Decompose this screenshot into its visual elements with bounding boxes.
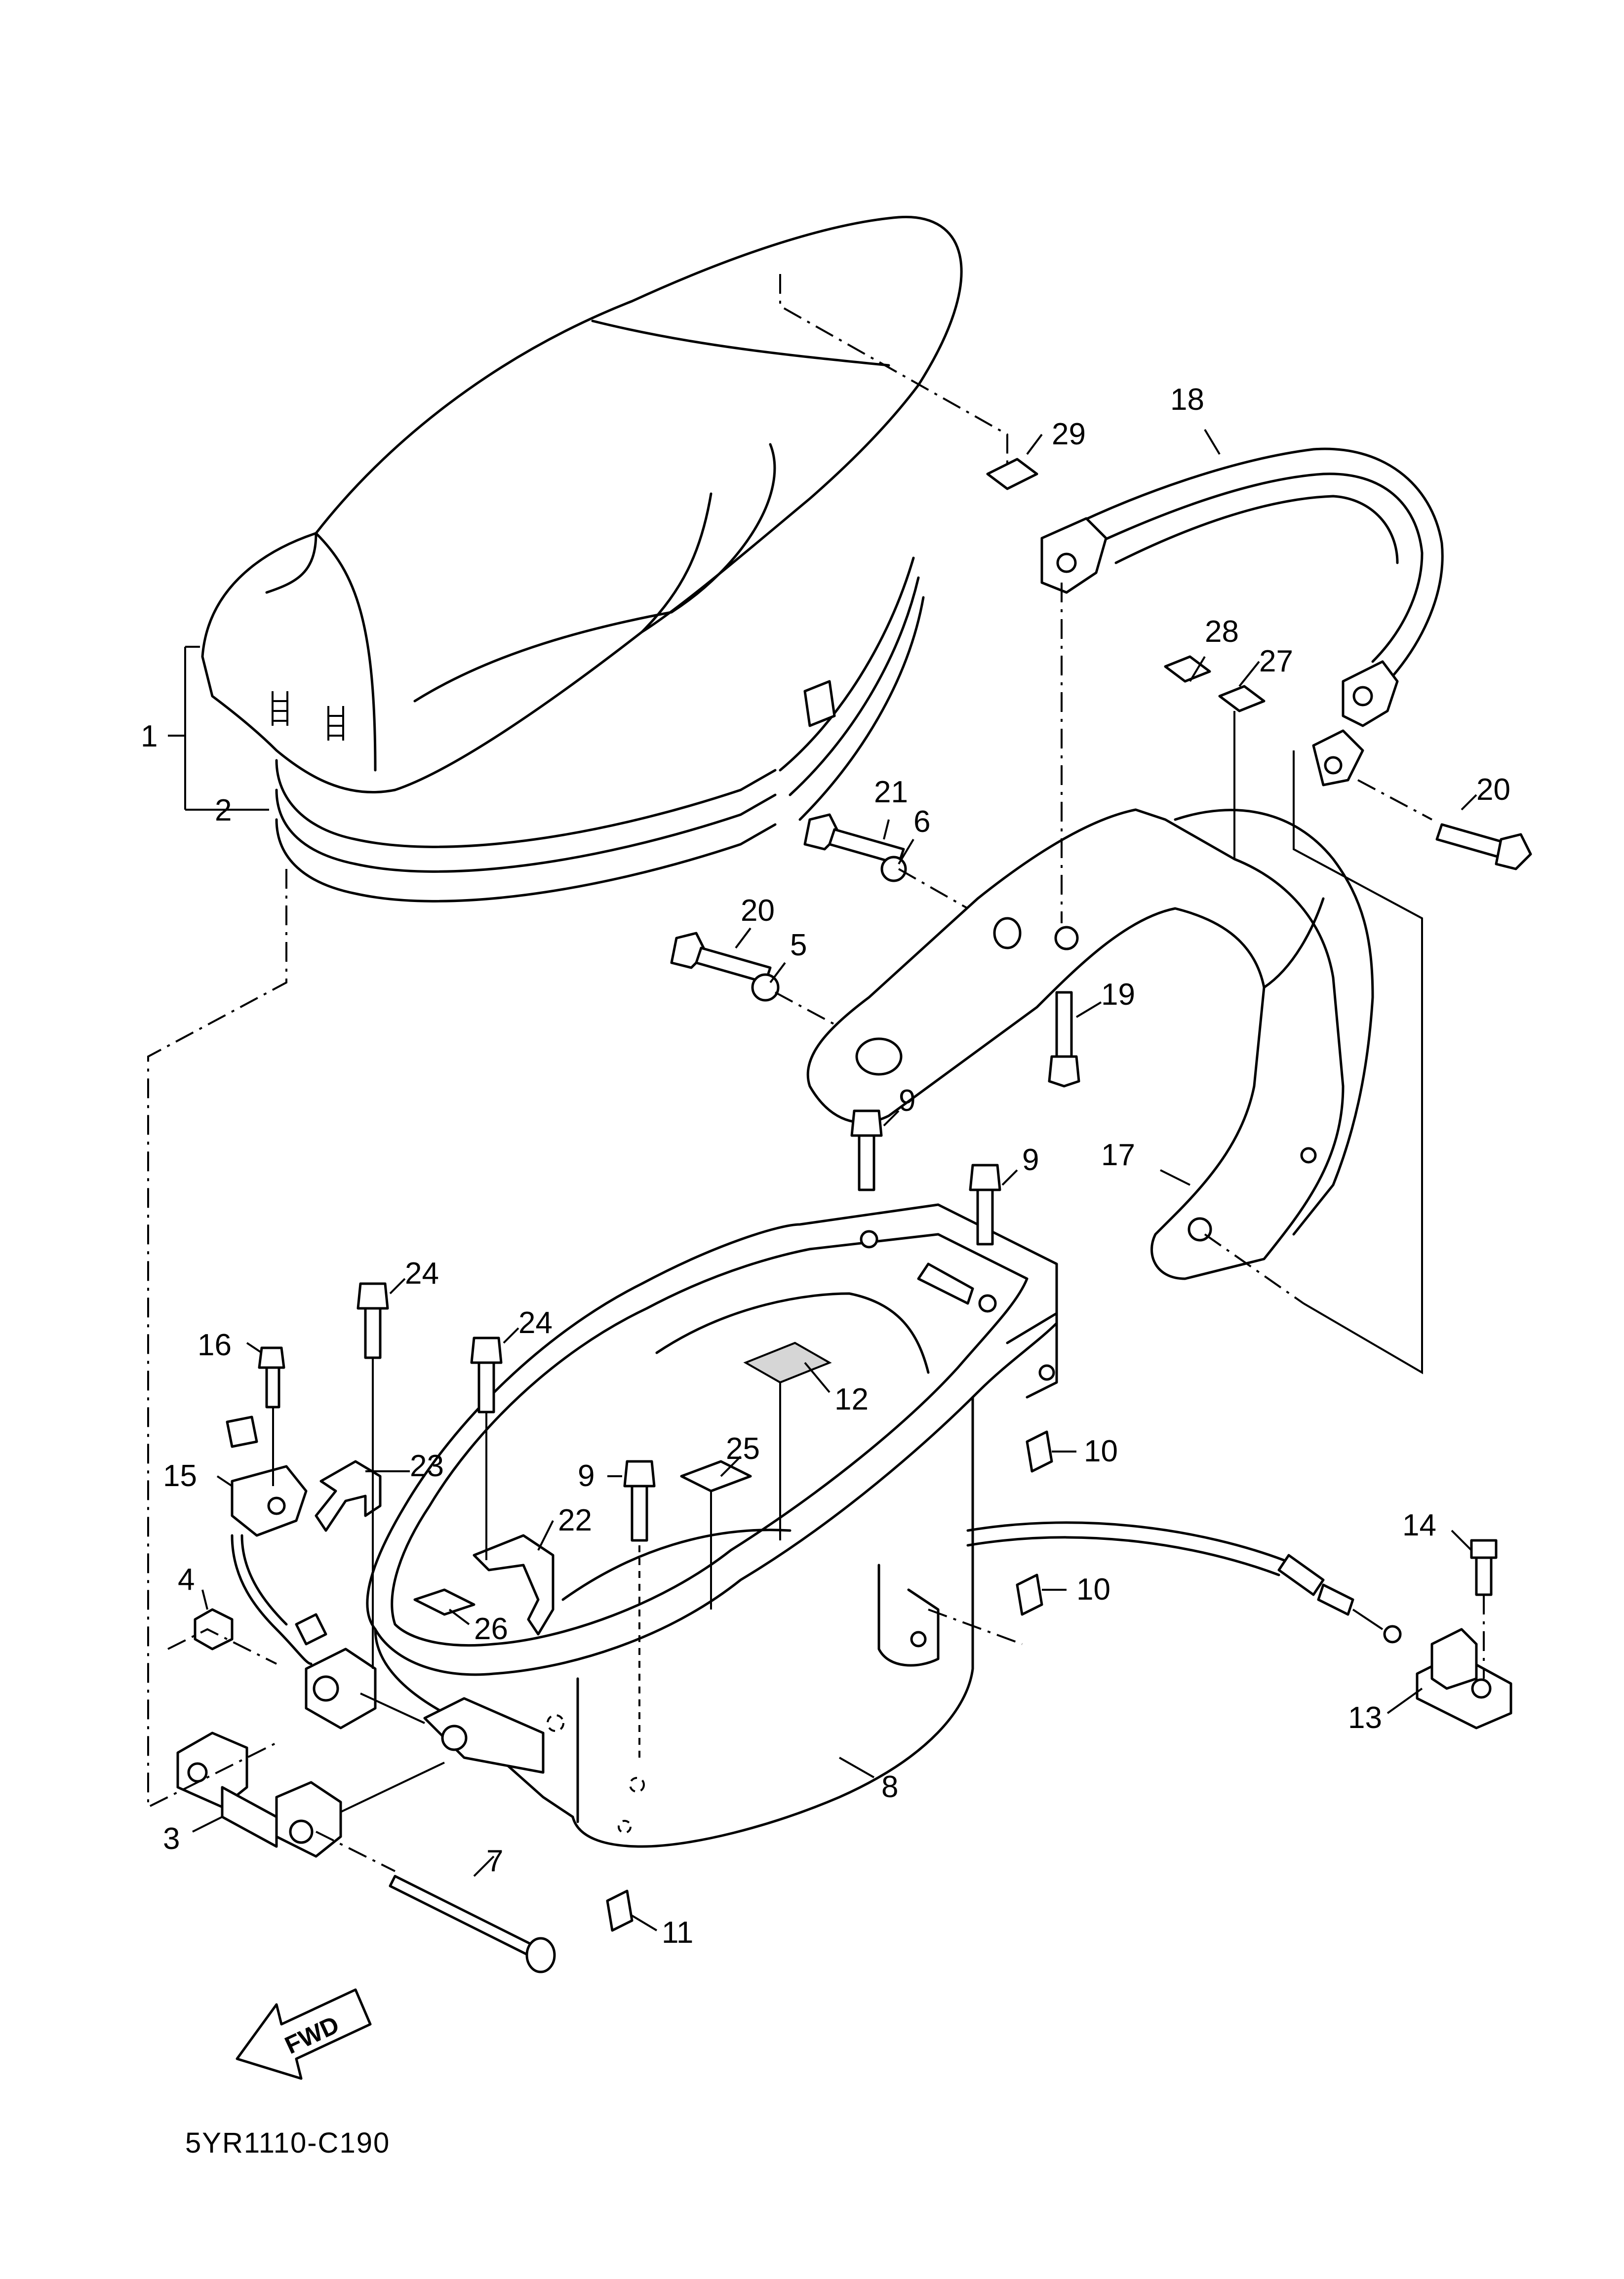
hook-22 bbox=[473, 1534, 555, 1636]
pin-7 bbox=[389, 1875, 556, 1973]
label-27 bbox=[1218, 685, 1266, 712]
callout-16: 16 bbox=[198, 1328, 232, 1362]
callout-10-top: 10 bbox=[1084, 1434, 1118, 1468]
fwd-arrow: FWD bbox=[236, 1988, 372, 2080]
label-12 bbox=[743, 1341, 832, 1384]
callout-9-top: 9 bbox=[899, 1084, 915, 1118]
callout-17: 17 bbox=[1101, 1138, 1135, 1172]
hinge-bracket-3 bbox=[176, 1731, 342, 1858]
callout-20-left: 20 bbox=[741, 894, 775, 928]
callout-5: 5 bbox=[790, 928, 807, 962]
callout-27: 27 bbox=[1259, 644, 1293, 678]
callout-22: 22 bbox=[558, 1503, 592, 1537]
label-26 bbox=[413, 1588, 475, 1616]
callout-3: 3 bbox=[163, 1822, 180, 1856]
bolt-14 bbox=[1475, 1554, 1493, 1596]
callout-2: 2 bbox=[215, 793, 232, 827]
label-25 bbox=[680, 1460, 752, 1493]
callout-24-left: 24 bbox=[405, 1257, 439, 1291]
grab-bar bbox=[1040, 447, 1444, 786]
bolt-24-left bbox=[356, 1282, 389, 1359]
label-29 bbox=[986, 458, 1038, 490]
callout-9-left: 9 bbox=[578, 1459, 594, 1493]
callout-4: 4 bbox=[178, 1563, 195, 1597]
bolt-19 bbox=[1048, 991, 1080, 1088]
callout-14: 14 bbox=[1402, 1508, 1436, 1542]
nut-10b bbox=[1016, 1573, 1043, 1616]
bolt-24-mid bbox=[470, 1336, 503, 1414]
storage-box bbox=[305, 1203, 1058, 1848]
bolt-9-top bbox=[850, 1109, 883, 1191]
callout-26: 26 bbox=[474, 1612, 508, 1646]
grommet-4 bbox=[194, 1608, 234, 1650]
callout-9-mid: 9 bbox=[1022, 1143, 1039, 1177]
washer-6 bbox=[880, 856, 907, 882]
callout-15: 15 bbox=[163, 1459, 197, 1493]
callout-12: 12 bbox=[834, 1382, 869, 1416]
bolt-21 bbox=[803, 813, 905, 865]
callout-labels: 1 2 29 18 28 27 20 21 6 20 5 19 17 9 9 2… bbox=[141, 383, 1510, 1950]
callout-10-bottom: 10 bbox=[1076, 1572, 1110, 1607]
screw-16 bbox=[258, 1346, 285, 1409]
bolt-20-left bbox=[670, 932, 772, 984]
leader-lines bbox=[168, 429, 1477, 1931]
nut-11 bbox=[606, 1889, 634, 1932]
callout-19: 19 bbox=[1101, 978, 1135, 1012]
bolt-9-left bbox=[623, 1460, 656, 1542]
nut-10a bbox=[1026, 1430, 1053, 1473]
bolt-9-mid bbox=[969, 1164, 1001, 1246]
callout-1: 1 bbox=[141, 719, 158, 753]
callout-24-mid: 24 bbox=[518, 1306, 553, 1340]
callout-20-right: 20 bbox=[1476, 773, 1510, 807]
callout-29: 29 bbox=[1052, 417, 1086, 451]
callout-8: 8 bbox=[881, 1770, 898, 1804]
seat-assembly bbox=[201, 215, 963, 903]
diagram-code: 5YR1110-C190 bbox=[185, 2127, 390, 2159]
callout-23: 23 bbox=[410, 1449, 444, 1483]
label-28 bbox=[1164, 655, 1211, 683]
bolt-20-right bbox=[1435, 823, 1532, 870]
callout-28: 28 bbox=[1205, 615, 1239, 649]
callout-21: 21 bbox=[874, 775, 908, 809]
callout-25: 25 bbox=[726, 1432, 760, 1466]
callout-7: 7 bbox=[486, 1844, 503, 1878]
rear-frame bbox=[806, 808, 1374, 1280]
callout-13: 13 bbox=[1348, 1701, 1382, 1735]
callout-6: 6 bbox=[913, 805, 930, 839]
callout-18: 18 bbox=[1170, 383, 1204, 417]
callout-11: 11 bbox=[662, 1916, 693, 1950]
